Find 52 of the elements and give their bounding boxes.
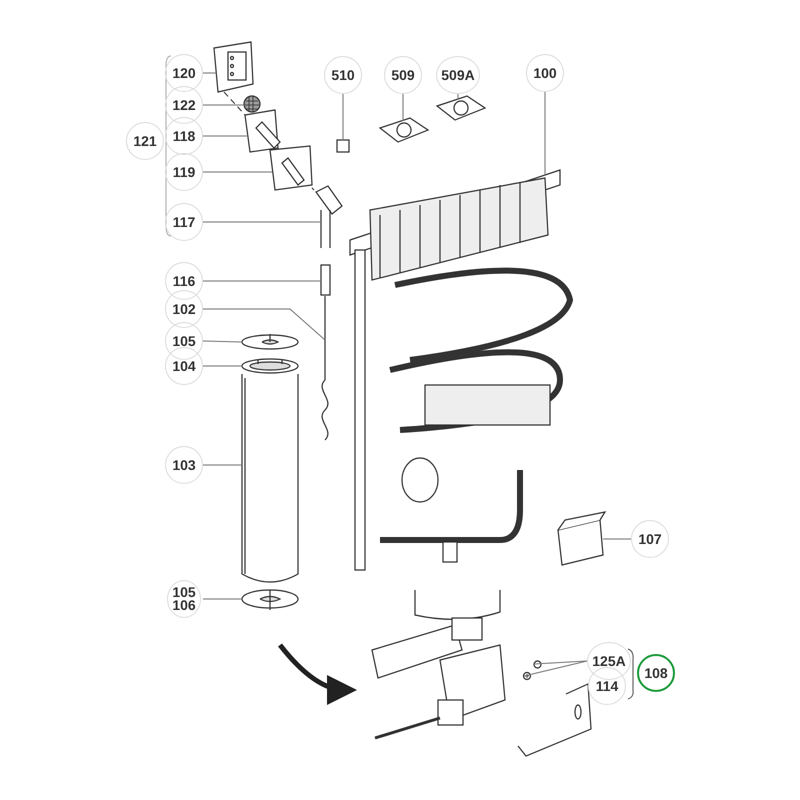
callout-number: 125A: [587, 642, 631, 680]
leader-line: [602, 538, 632, 540]
washer-drawing: [533, 660, 542, 669]
callout-number: 107: [631, 520, 669, 558]
callout-number: 119: [165, 153, 203, 191]
leader-line: [202, 104, 244, 106]
callout-number: 102: [165, 290, 203, 328]
screw-drawing: [522, 672, 532, 680]
leader-line: [202, 340, 242, 342]
callout-number: 116: [165, 262, 203, 300]
leader-line: [534, 660, 588, 664]
leader-line: [342, 94, 344, 140]
flange-plate-drawing: [244, 109, 281, 153]
callout-number: 108: [637, 654, 675, 692]
cover-plate-drawing: [517, 683, 592, 757]
callout-number: 118: [165, 117, 203, 155]
leader-line: [202, 598, 242, 600]
fan-drawing: [436, 95, 486, 121]
cooling-unit-drawing: [349, 169, 573, 571]
grille-drawing: [243, 95, 261, 113]
callout-number: 121: [126, 122, 164, 160]
callout-number: 105 106: [167, 580, 201, 618]
leader-line: [202, 464, 242, 466]
leader-line: [524, 660, 588, 676]
leader-line: [402, 94, 404, 122]
callout-number: 509: [384, 56, 422, 94]
callout-number: 120: [165, 54, 203, 92]
flue-elbow-drawing: [315, 185, 343, 249]
ring-drawing: [241, 358, 299, 374]
callout-number: 104: [165, 347, 203, 385]
fan-drawing: [378, 117, 430, 143]
callout-number: 103: [165, 446, 203, 484]
flue-tube-drawing: [241, 373, 299, 583]
callout-number: 510: [324, 56, 362, 94]
callout-number: 105: [165, 322, 203, 360]
callout-number: 509A: [436, 56, 480, 94]
baffle-wire-drawing: [322, 296, 328, 440]
callout-number: 122: [165, 86, 203, 124]
ring-drawing: [241, 334, 299, 350]
flange-plate-drawing: [269, 145, 313, 191]
callout-number: 100: [526, 54, 564, 92]
disc-drawing: [241, 589, 299, 610]
leader-line: [202, 308, 326, 340]
leader-line: [544, 92, 546, 176]
leader-line: [202, 280, 322, 282]
bracket-drawing: [557, 511, 606, 566]
leader-line: [202, 72, 216, 74]
clip-drawing: [336, 139, 350, 153]
callout-number: 114: [588, 667, 626, 705]
mounting-plate-drawing: [213, 41, 254, 93]
callout-number: 117: [165, 203, 203, 241]
sleeve-drawing: [320, 264, 331, 296]
